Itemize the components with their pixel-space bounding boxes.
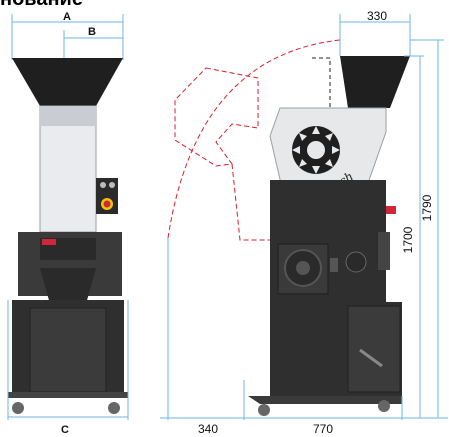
- front-base-frame: [8, 392, 128, 398]
- open-hopper-outline: [174, 67, 259, 167]
- dimension-A: [11, 14, 124, 60]
- side-caster-left: [258, 404, 270, 416]
- dimension-1700-label: 1700: [401, 226, 415, 253]
- side-view: 330 PowerTech: [160, 9, 448, 436]
- side-hopper: [340, 56, 410, 108]
- dimension-bottom: [160, 238, 448, 420]
- dimension-340-label: 340: [198, 422, 218, 436]
- swing-arc: [167, 39, 341, 239]
- side-base-door: [347, 305, 401, 393]
- emergency-stop-button: [103, 200, 111, 208]
- front-red-clamp: [42, 239, 56, 245]
- side-switch-panel: [330, 258, 338, 272]
- dimension-770-label: 770: [313, 422, 333, 436]
- side-red-handle: [386, 206, 396, 214]
- front-caster-right: [108, 402, 120, 414]
- closed-hopper-dash: [312, 57, 331, 108]
- dimension-1700: [404, 55, 424, 418]
- front-indicator-lamp-2: [109, 182, 115, 188]
- front-discharge-chute: [40, 268, 96, 304]
- side-door-handle: [359, 348, 383, 368]
- side-hinge-bracket: [378, 232, 390, 270]
- side-caster-right: [378, 400, 390, 412]
- dimension-A-label: A: [63, 11, 71, 23]
- fan-logo-icon: [292, 126, 340, 174]
- dimension-B-label: B: [88, 26, 96, 38]
- side-base-frame: [248, 396, 402, 404]
- front-caster-left: [12, 402, 24, 414]
- side-motor: [277, 243, 329, 295]
- page-title: нование: [0, 0, 83, 11]
- front-cylinder: [39, 105, 97, 233]
- front-base-door: [29, 307, 107, 393]
- dimension-330-label: 330: [367, 9, 387, 23]
- front-hopper: [12, 58, 123, 106]
- side-rotor-bearing: [345, 251, 367, 273]
- dimension-C-label: C: [61, 424, 69, 436]
- dimension-1790: [410, 39, 444, 418]
- dimension-C: [7, 300, 129, 420]
- cylinder-collar: [40, 106, 96, 126]
- front-view: A B: [7, 11, 129, 436]
- dimension-1790-label: 1790: [420, 194, 434, 221]
- dimension-B: [63, 30, 123, 58]
- front-indicator-lamp-1: [100, 182, 106, 188]
- dimension-330: [339, 14, 411, 56]
